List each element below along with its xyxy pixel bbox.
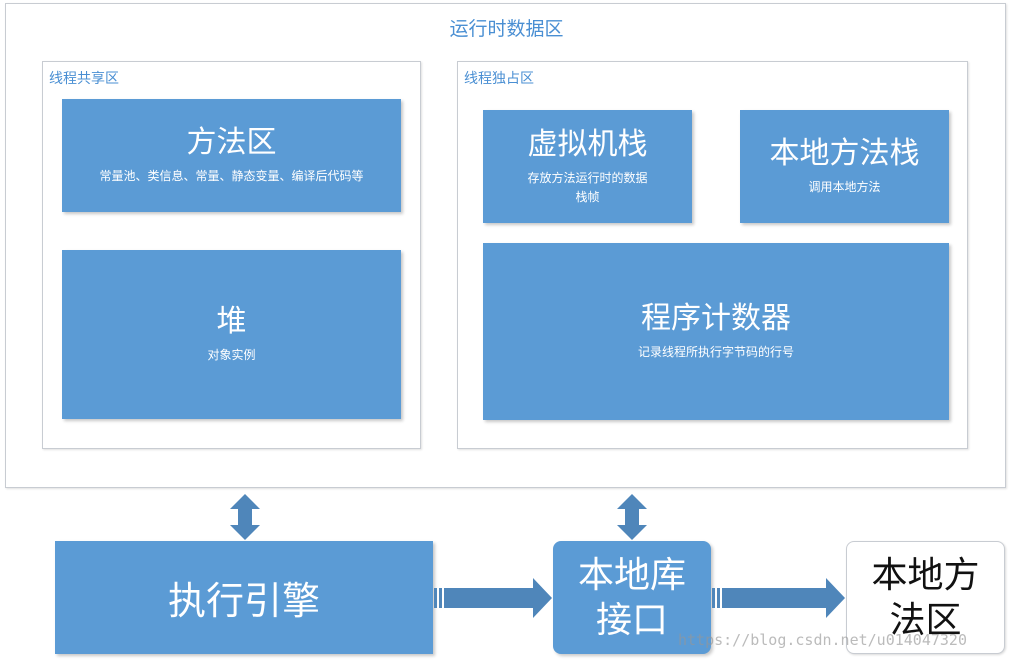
native-library-interface-line2: 接口 bbox=[595, 599, 668, 641]
native-method-stack-title: 本地方法栈 bbox=[769, 136, 920, 172]
native-library-interface-line1: 本地库 bbox=[577, 554, 686, 596]
native-method-stack-box: 本地方法栈 调用本地方法 bbox=[740, 110, 949, 223]
thread-shared-label: 线程共享区 bbox=[49, 71, 119, 87]
vm-stack-desc-line2: 栈帧 bbox=[575, 189, 600, 204]
heap-box: 堆 对象实例 bbox=[62, 250, 401, 419]
native-method-stack-desc: 调用本地方法 bbox=[808, 180, 881, 195]
vm-stack-desc: 存放方法运行时的数据 栈帧 bbox=[527, 169, 647, 206]
thread-private-label: 线程独占区 bbox=[464, 71, 534, 87]
runtime-data-area-label: 运行时数据区 bbox=[449, 18, 564, 40]
program-counter-desc: 记录线程所执行字节码的行号 bbox=[637, 345, 794, 360]
engine-to-native-interface-arrow bbox=[434, 578, 552, 618]
native-method-area-box: 本地方 法区 bbox=[846, 541, 1005, 654]
heap-desc: 对象实例 bbox=[207, 348, 256, 363]
native-interface-to-native-method-arrow bbox=[712, 578, 845, 618]
program-counter-title: 程序计数器 bbox=[641, 301, 791, 337]
native-interface-runtime-bidirectional-arrow bbox=[617, 494, 647, 540]
method-area-desc: 常量池、类信息、常量、静态变量、编译后代码等 bbox=[99, 169, 364, 184]
heap-title: 堆 bbox=[216, 304, 247, 340]
method-area-title: 方法区 bbox=[186, 125, 277, 161]
watermark: https://blog.csdn.net/u014047320 bbox=[678, 631, 967, 649]
native-method-area-line2: 法区 bbox=[889, 599, 962, 641]
execution-engine-box: 执行引擎 bbox=[55, 541, 433, 654]
program-counter-box: 程序计数器 记录线程所执行字节码的行号 bbox=[483, 243, 949, 420]
native-method-area-line1: 本地方 bbox=[871, 554, 980, 596]
execution-engine-title: 执行引擎 bbox=[167, 579, 320, 623]
vm-stack-title: 虚拟机栈 bbox=[527, 126, 648, 162]
method-area-box: 方法区 常量池、类信息、常量、静态变量、编译后代码等 bbox=[62, 99, 401, 212]
vm-stack-desc-line1: 存放方法运行时的数据 bbox=[527, 170, 648, 185]
engine-runtime-bidirectional-arrow bbox=[230, 494, 260, 540]
native-library-interface-box: 本地库 接口 bbox=[553, 541, 711, 654]
vm-stack-box: 虚拟机栈 存放方法运行时的数据 栈帧 bbox=[483, 110, 692, 223]
